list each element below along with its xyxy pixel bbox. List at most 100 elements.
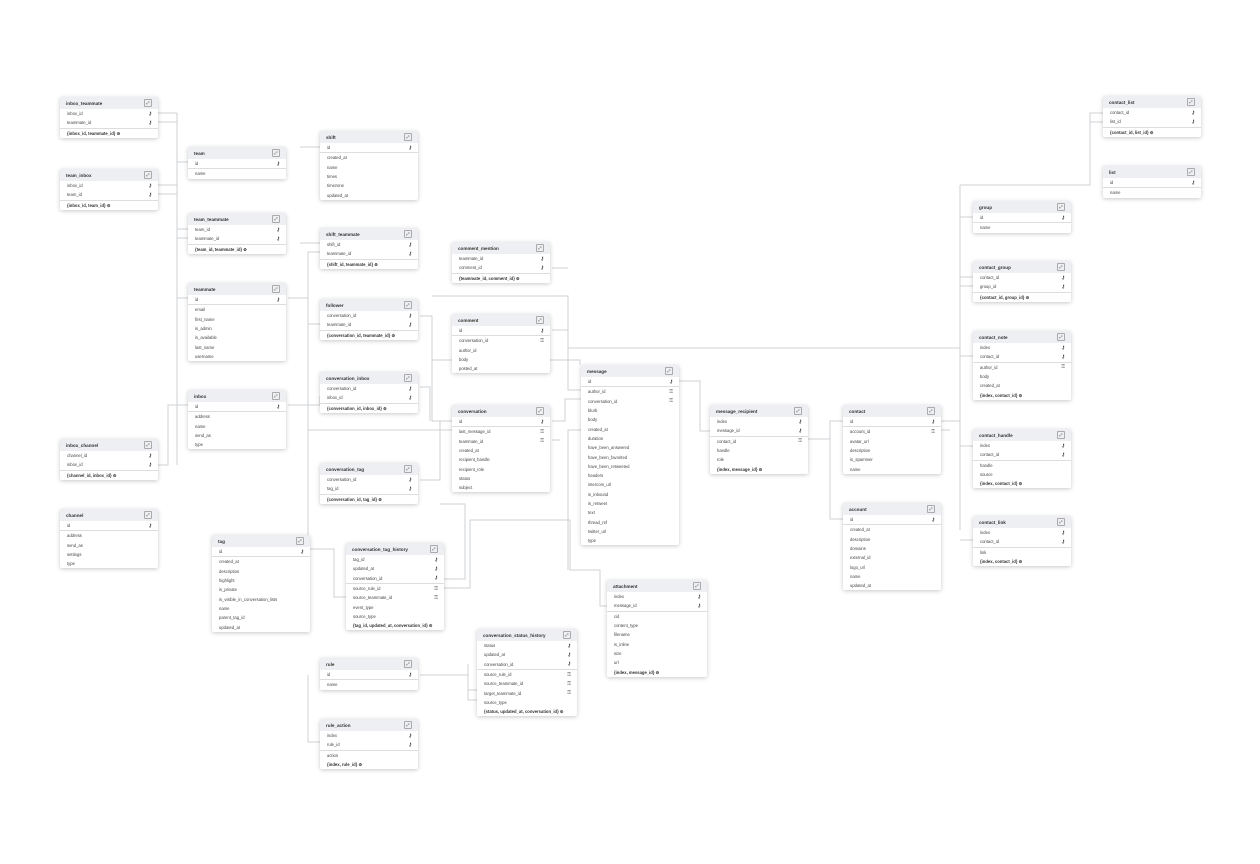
table-header[interactable]: message_recipient⤢: [710, 405, 808, 417]
expand-icon[interactable]: ⤢: [404, 301, 412, 309]
expand-icon[interactable]: ⤢: [563, 631, 571, 639]
table-header[interactable]: contact⤢: [843, 405, 941, 417]
table-rule[interactable]: rule⤢id⚷name: [320, 658, 418, 690]
table-header[interactable]: rule_action⤢: [320, 719, 418, 731]
table-header[interactable]: list⤢: [1103, 166, 1201, 178]
expand-icon[interactable]: ⤢: [272, 149, 280, 157]
table-team-inbox[interactable]: team_inbox⤢inbox_id⚷team_id⚷{inbox_id, t…: [60, 169, 158, 210]
table-header[interactable]: comment_mention⤢: [452, 242, 550, 254]
table-header[interactable]: team_teammate⤢: [188, 213, 286, 225]
table-header[interactable]: contact_list⤢: [1103, 96, 1201, 108]
expand-icon[interactable]: ⤢: [1057, 518, 1065, 526]
table-list[interactable]: list⤢id⚷name: [1103, 166, 1201, 198]
table-header[interactable]: follower⤢: [320, 299, 418, 311]
table-header[interactable]: conversation_tag_history⤢: [346, 543, 444, 555]
expand-icon[interactable]: ⤢: [404, 133, 412, 141]
table-contact-link[interactable]: contact_link⤢index⚷contact_id⚷link{index…: [973, 516, 1071, 567]
table-inbox-teammate[interactable]: inbox_teammate⤢inbox_id⚷teammate_id⚷{inb…: [60, 97, 158, 138]
table-header[interactable]: conversation_tag⤢: [320, 463, 418, 475]
expand-icon[interactable]: ⤢: [536, 407, 544, 415]
table-header[interactable]: teammate⤢: [188, 283, 286, 295]
table-header[interactable]: contact_handle⤢: [973, 429, 1071, 441]
expand-icon[interactable]: ⤢: [1187, 98, 1195, 106]
table-header[interactable]: team⤢: [188, 147, 286, 159]
table-message[interactable]: message⤢id⚷author_id⚿conversation_id⚿blu…: [581, 365, 679, 546]
table-conversation[interactable]: conversation⤢id⚷last_message_id⚿teammate…: [452, 405, 550, 493]
table-header[interactable]: tag⤢: [212, 535, 310, 547]
table-header[interactable]: inbox_channel⤢: [60, 439, 158, 451]
expand-icon[interactable]: ⤢: [665, 367, 673, 375]
expand-icon[interactable]: ⤢: [272, 215, 280, 223]
table-header[interactable]: message⤢: [581, 365, 679, 377]
expand-icon[interactable]: ⤢: [404, 660, 412, 668]
table-follower[interactable]: follower⤢conversation_id⚷teammate_id⚷{co…: [320, 299, 418, 340]
table-header[interactable]: team_inbox⤢: [60, 169, 158, 181]
expand-icon[interactable]: ⤢: [144, 511, 152, 519]
table-contact-list[interactable]: contact_list⤢contact_id⚷list_id⚷{contact…: [1103, 96, 1201, 137]
table-conversation-tag[interactable]: conversation_tag⤢conversation_id⚷tag_id⚷…: [320, 463, 418, 504]
expand-icon[interactable]: ⤢: [1057, 203, 1065, 211]
expand-icon[interactable]: ⤢: [296, 537, 304, 545]
expand-icon[interactable]: ⤢: [927, 505, 935, 513]
table-team-teammate[interactable]: team_teammate⤢team_id⚷teammate_id⚷{team_…: [188, 213, 286, 254]
table-header[interactable]: contact_link⤢: [973, 516, 1071, 528]
expand-icon[interactable]: ⤢: [693, 582, 701, 590]
table-rule-action[interactable]: rule_action⤢index⚷rule_id⚷action{index, …: [320, 719, 418, 770]
table-header[interactable]: comment⤢: [452, 314, 550, 326]
table-header[interactable]: conversation⤢: [452, 405, 550, 417]
table-inbox-channel[interactable]: inbox_channel⤢channel_id⚷inbox_id⚷{chann…: [60, 439, 158, 480]
table-header[interactable]: inbox⤢: [188, 390, 286, 402]
table-header[interactable]: conversation_status_history⤢: [477, 629, 577, 641]
table-header[interactable]: attachment⤢: [607, 580, 707, 592]
table-header[interactable]: channel⤢: [60, 509, 158, 521]
table-contact-group[interactable]: contact_group⤢contact_id⚷group_id⚷{conta…: [973, 261, 1071, 302]
expand-icon[interactable]: ⤢: [272, 285, 280, 293]
table-header[interactable]: group ⤢: [973, 201, 1071, 213]
expand-icon[interactable]: ⤢: [144, 441, 152, 449]
table-header[interactable]: rule⤢: [320, 658, 418, 670]
table-header[interactable]: inbox_teammate⤢: [60, 97, 158, 109]
table-contact-note[interactable]: contact_note⤢index⚷contact_id⚷author_id⚿…: [973, 331, 1071, 400]
expand-icon[interactable]: ⤢: [272, 392, 280, 400]
table-header[interactable]: contact_note⤢: [973, 331, 1071, 343]
expand-icon[interactable]: ⤢: [794, 407, 802, 415]
expand-icon[interactable]: ⤢: [430, 545, 438, 553]
expand-icon[interactable]: ⤢: [1187, 168, 1195, 176]
table-header[interactable]: shift_teammate⤢: [320, 228, 418, 240]
table-team[interactable]: team⤢id⚷name: [188, 147, 286, 179]
table-message-recipient[interactable]: message_recipient⤢index⚷message_id⚷conta…: [710, 405, 808, 474]
expand-icon[interactable]: ⤢: [404, 374, 412, 382]
expand-icon[interactable]: ⤢: [404, 721, 412, 729]
table-header[interactable]: conversation_inbox⤢: [320, 372, 418, 384]
expand-icon[interactable]: ⤢: [144, 99, 152, 107]
table-conversation-status-history[interactable]: conversation_status_history⤢status⚷updat…: [477, 629, 577, 717]
expand-icon[interactable]: ⤢: [536, 244, 544, 252]
table-conversation-inbox[interactable]: conversation_inbox⤢conversation_id⚷inbox…: [320, 372, 418, 413]
table-name: group: [979, 204, 993, 210]
expand-icon[interactable]: ⤢: [536, 316, 544, 324]
table-conversation-tag-history[interactable]: conversation_tag_history⤢tag_id⚷updated_…: [346, 543, 444, 631]
expand-icon[interactable]: ⤢: [1057, 263, 1065, 271]
expand-icon[interactable]: ⤢: [1057, 333, 1065, 341]
table-header[interactable]: contact_group⤢: [973, 261, 1071, 273]
table-shift-teammate[interactable]: shift_teammate⤢shift_id⚷teammate_id⚷{shi…: [320, 228, 418, 269]
expand-icon[interactable]: ⤢: [404, 230, 412, 238]
table-comment-mention[interactable]: comment_mention⤢teammate_id⚷comment_id⚷{…: [452, 242, 550, 283]
table-group[interactable]: group⤢id⚷name: [973, 201, 1071, 233]
expand-icon[interactable]: ⤢: [404, 465, 412, 473]
table-header[interactable]: account⤢: [843, 503, 941, 515]
expand-icon[interactable]: ⤢: [144, 171, 152, 179]
table-header[interactable]: shift⤢: [320, 131, 418, 143]
expand-icon[interactable]: ⤢: [1057, 431, 1065, 439]
expand-icon[interactable]: ⤢: [927, 407, 935, 415]
